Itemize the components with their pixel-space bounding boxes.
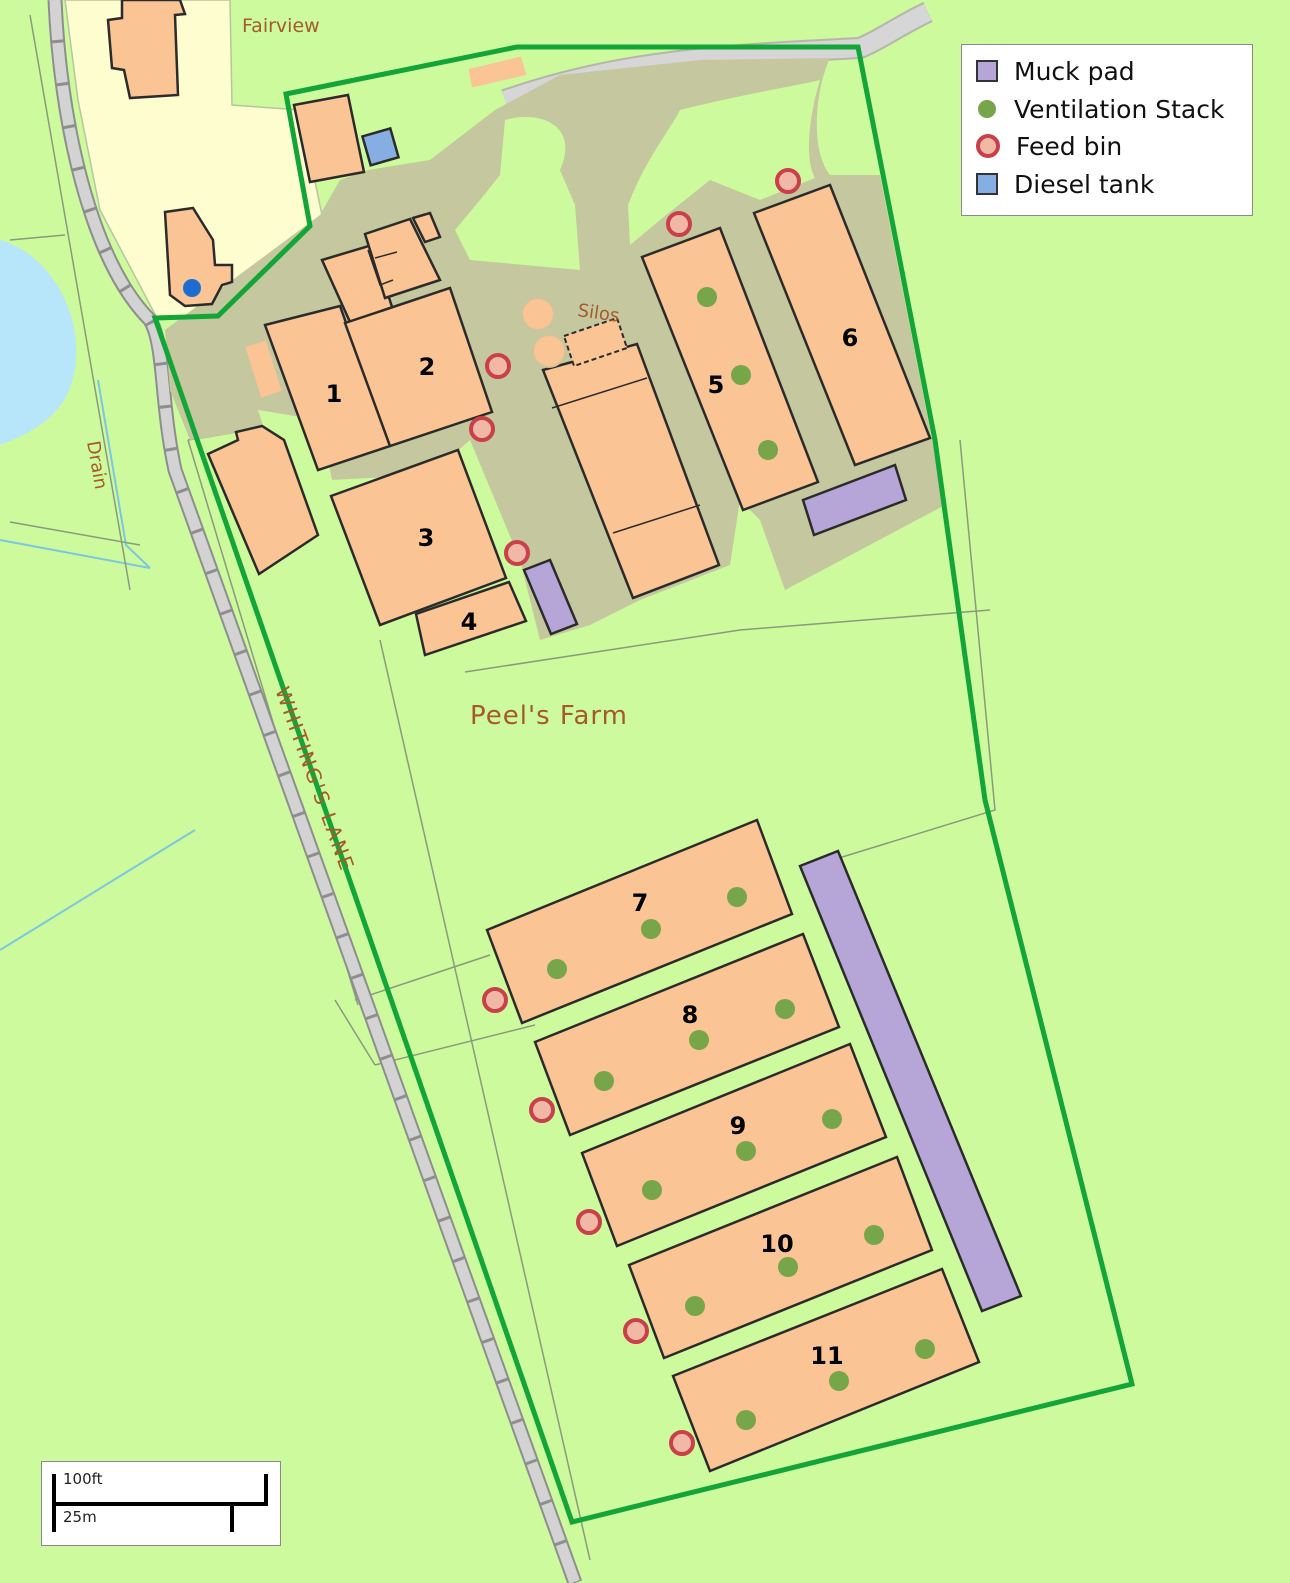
drain-line	[97, 379, 151, 569]
legend-label: Diesel tank	[1014, 169, 1155, 199]
ventilation-stack	[731, 365, 751, 385]
muck-pads	[522, 463, 1023, 1313]
ventilation-stacks	[547, 287, 935, 1430]
building-divisions	[367, 249, 701, 534]
building-number-4: 4	[461, 608, 478, 636]
grass-island	[628, 80, 820, 245]
scale-label-feet: 100ft	[63, 1470, 103, 1488]
legend-item-ventilation-stack: Ventilation Stack	[976, 92, 1224, 126]
scale-bar: 100ft 25m	[41, 1461, 281, 1546]
legend-label: Ventilation Stack	[1014, 94, 1225, 124]
building-top-b	[363, 217, 442, 300]
ventilation-stack	[736, 1410, 756, 1430]
feed-bin-ring	[976, 134, 1000, 158]
building-number-10: 10	[760, 1230, 793, 1258]
feed-bin	[485, 353, 511, 379]
map-legend: Muck pad Ventilation Stack Feed bin Dies…	[961, 44, 1253, 216]
farm-boundary	[151, 44, 1136, 1525]
building-4	[414, 580, 528, 657]
building-3	[329, 448, 508, 627]
farm-name-label: Peel's Farm	[470, 701, 628, 731]
building-number-3: 3	[418, 524, 435, 552]
feed-bin	[469, 416, 495, 442]
building-number-11: 11	[810, 1342, 843, 1370]
legend-label: Feed bin	[1016, 131, 1123, 161]
feed-bins	[469, 168, 801, 1456]
building-number-1: 1	[326, 380, 343, 408]
feed-bin	[623, 1318, 649, 1344]
ventilation-stack	[829, 1371, 849, 1391]
feed-bin	[775, 168, 801, 194]
ventilation-stack	[736, 1141, 756, 1161]
silos	[521, 297, 629, 368]
ventilation-stack	[685, 1296, 705, 1316]
silo	[532, 334, 566, 368]
building-number-2: 2	[419, 353, 436, 381]
muck-pad	[798, 849, 1023, 1313]
shed	[292, 93, 366, 184]
legend-label: Muck pad	[1014, 56, 1135, 86]
shed-small	[245, 340, 282, 398]
silo	[521, 297, 555, 331]
ventilation-stack	[775, 999, 795, 1019]
pond	[0, 240, 77, 445]
ventilation-stack	[915, 1339, 935, 1359]
building-6	[752, 183, 932, 467]
ventilation-stack	[727, 887, 747, 907]
ventilation-stack-dot	[978, 100, 996, 118]
ventilation-stack	[758, 440, 778, 460]
building-number-8: 8	[682, 1001, 699, 1029]
legend-item-diesel-tank: Diesel tank	[976, 167, 1154, 201]
scale-bar-graphic	[52, 1474, 268, 1532]
blue-marker	[183, 279, 201, 297]
scale-label-metres: 25m	[63, 1508, 97, 1526]
building-number-7: 7	[632, 889, 649, 917]
ventilation-stack	[864, 1225, 884, 1245]
ventilation-stack	[642, 1180, 662, 1200]
grass-island	[455, 117, 580, 270]
fairview-label: Fairview	[242, 15, 320, 37]
feed-bin	[529, 1097, 555, 1123]
ventilation-stack	[641, 919, 661, 939]
house	[106, 0, 187, 100]
legend-item-muck-pad: Muck pad	[976, 54, 1135, 88]
building-top-c	[411, 211, 442, 244]
building-left	[206, 424, 320, 576]
road-whitings-lane-fill	[49, 0, 581, 1583]
feed-bin	[576, 1209, 602, 1235]
building-numbers: 1 2 3 4 5 6 7 8 9 10 11	[326, 324, 859, 1370]
silo-footprint	[562, 316, 629, 368]
diesel-tank	[360, 126, 401, 167]
muck-pad	[522, 558, 579, 636]
feed-bin	[669, 1430, 695, 1456]
outbuilding	[468, 56, 527, 88]
muck-pad	[801, 463, 908, 537]
ventilation-stack	[697, 287, 717, 307]
house	[163, 206, 234, 308]
ventilation-stack	[594, 1071, 614, 1091]
building-number-5: 5	[708, 371, 725, 399]
building-2	[343, 286, 494, 448]
feed-bin	[666, 211, 692, 237]
ventilation-stack	[822, 1109, 842, 1129]
ventilation-stack	[778, 1257, 798, 1277]
building-number-9: 9	[730, 1112, 747, 1140]
ventilation-stack	[689, 1030, 709, 1050]
muck-pad-swatch	[976, 60, 998, 82]
feed-bin	[504, 540, 530, 566]
diesel-tank-swatch	[976, 173, 998, 195]
legend-item-feed-bin: Feed bin	[976, 129, 1122, 163]
building-number-6: 6	[842, 324, 859, 352]
feed-bin	[482, 987, 508, 1013]
building-5	[640, 226, 820, 512]
ventilation-stack	[547, 959, 567, 979]
drain-line	[0, 829, 196, 951]
